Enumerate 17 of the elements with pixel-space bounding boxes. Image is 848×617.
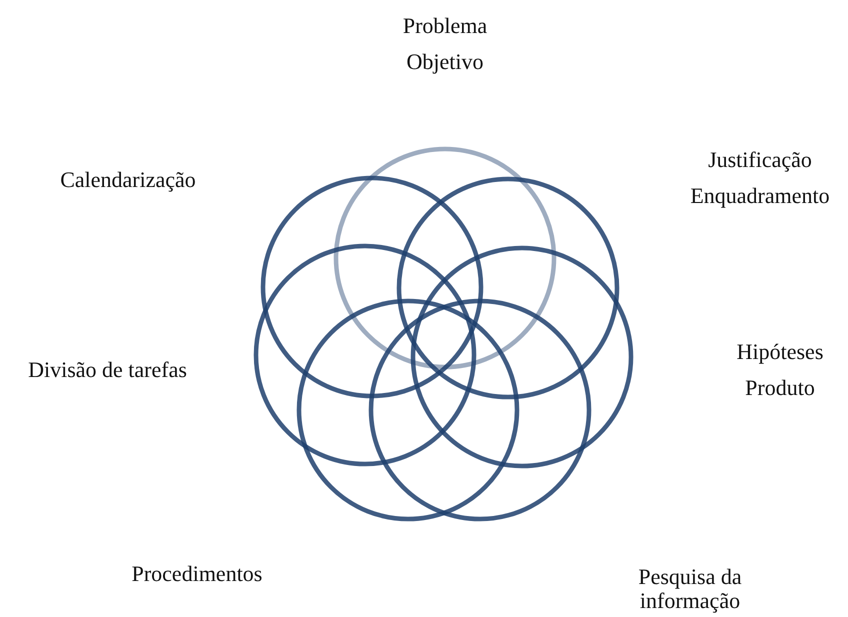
ring	[254, 244, 476, 466]
ring-caption: Divisão de tarefas	[27, 356, 188, 384]
ring-caption: Produto	[744, 374, 816, 402]
ring-caption: Procedimentos	[130, 560, 264, 588]
ring	[396, 176, 620, 400]
ring	[368, 298, 592, 522]
ring-caption: Pesquisa da informação	[637, 565, 743, 613]
ring-caption: Hipóteses	[736, 338, 824, 366]
ring-caption: Objetivo	[406, 48, 484, 76]
ring	[334, 146, 556, 370]
ring-caption: Calendarização	[59, 166, 197, 194]
ring	[410, 246, 634, 468]
ring-caption: Problema	[402, 12, 488, 40]
ring-caption: Enquadramento	[689, 182, 831, 210]
ring	[296, 298, 520, 522]
ring-caption: Justificação	[707, 146, 813, 174]
ring	[260, 176, 484, 398]
